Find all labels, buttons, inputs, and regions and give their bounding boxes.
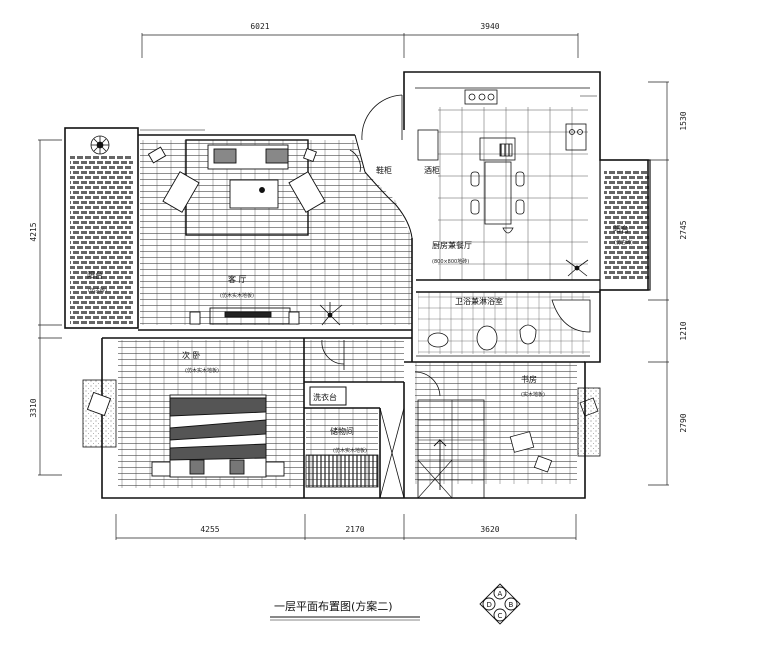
room-note-balcony-left: (仿古砖): [88, 287, 107, 294]
dim-bottom-1: 4255: [200, 525, 219, 534]
room-note-storage: (仿木实木地板): [333, 447, 367, 454]
doors: [321, 94, 441, 397]
dim-left-1: 4215: [29, 222, 38, 241]
label-wash-stand: 洗衣台: [313, 392, 337, 402]
compass-a: A: [498, 590, 503, 598]
room-name-kitchen: 厨房兼餐厅: [432, 240, 472, 250]
compass-b: B: [509, 601, 514, 609]
room-note-living: (仿木实木地板): [220, 292, 254, 299]
dim-bottom-2: 2170: [345, 525, 364, 534]
dim-right-2: 2745: [679, 220, 688, 239]
room-name-living: 客 厅: [228, 274, 247, 284]
armchair-right-icon: [288, 171, 326, 213]
walls: [64, 71, 651, 499]
compass-d: D: [487, 601, 492, 609]
room-name-balcony-right: 阳台: [613, 224, 629, 234]
dim-left-2: 3310: [29, 398, 38, 417]
dim-top-1: 6021: [250, 22, 269, 31]
shower-icon: [551, 299, 591, 333]
dim-bottom-3: 3620: [480, 525, 499, 534]
living-furniture: [147, 139, 326, 325]
compass-c: C: [498, 612, 503, 620]
room-name-storage: 储物间: [330, 426, 354, 436]
compass-icon: A B C D: [479, 583, 521, 625]
plant-icon-3: [565, 259, 589, 277]
room-note-study: (实木地板): [521, 391, 545, 398]
drawing-title: 一层平面布置图(方案二): [274, 599, 393, 613]
dim-right-4: 2790: [679, 413, 688, 432]
bedroom-furniture: [86, 391, 285, 478]
plant-icon-1: [90, 135, 110, 155]
label-wine-cabinet: 酒柜: [424, 165, 440, 175]
kitchen-fixtures: [464, 89, 587, 234]
armchair-left-icon: [162, 171, 200, 213]
dim-right-3: 1210: [679, 321, 688, 340]
dimension-lines: [38, 33, 669, 540]
plant-icons: [90, 135, 589, 326]
basin-icon: [427, 332, 449, 348]
stove-icon: [464, 89, 498, 105]
bathroom-fixtures: [427, 299, 591, 351]
floor-finishes: [70, 107, 649, 488]
toilet-icon: [519, 324, 537, 345]
room-name-balcony-left: 阳台: [87, 270, 103, 280]
washer-icon: [476, 325, 498, 351]
dim-right-1: 1530: [679, 111, 688, 130]
sink-icon: [565, 123, 587, 151]
room-note-kitchen: (800×800地砖): [432, 258, 469, 265]
plant-icon-2: [319, 302, 343, 326]
room-labels: 客 厅 (仿木实木地板) 厨房兼餐厅 (800×800地砖) 次 卧 (仿木实木…: [87, 165, 633, 454]
room-note-balcony-right: (仿古砖): [614, 239, 633, 246]
room-name-study: 书房: [521, 374, 537, 384]
label-shoe-cabinet: 鞋柜: [376, 165, 392, 175]
room-note-bedroom2: (仿木实木地板): [185, 367, 219, 374]
room-name-bedroom2: 次 卧: [182, 350, 201, 360]
room-name-bathroom: 卫浴兼淋浴室: [455, 296, 503, 306]
dimension-labels: 6021 3940 4255 2170 3620 4215 3310 1530 …: [29, 22, 688, 534]
storage-stairs: [305, 386, 599, 499]
dim-top-2: 3940: [480, 22, 499, 31]
coffee-table-icon: [229, 179, 279, 209]
